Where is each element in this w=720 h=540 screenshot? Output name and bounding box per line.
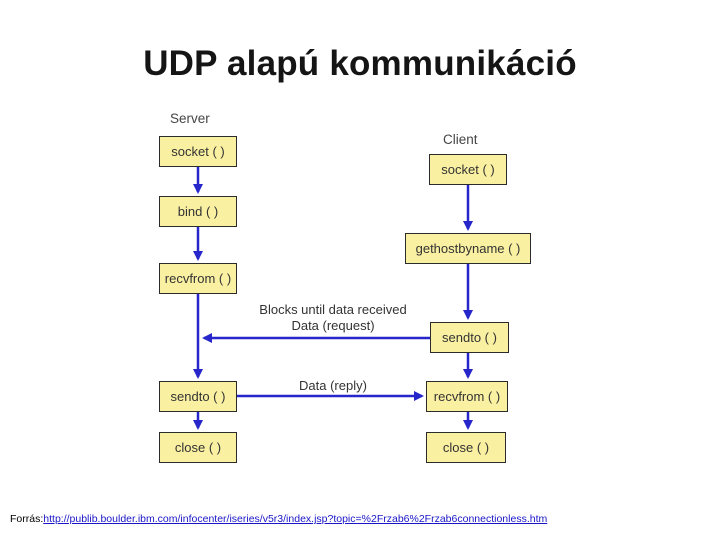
source-line: Forrás:http://publib.boulder.ibm.com/inf…	[10, 513, 547, 525]
client-box-socket: socket ( )	[429, 154, 507, 185]
client-box-sendto: sendto ( )	[430, 322, 509, 353]
server-box-bind: bind ( )	[159, 196, 237, 227]
client-box-gethostbyname: gethostbyname ( )	[405, 233, 531, 264]
page-title: UDP alapú kommunikáció	[143, 44, 577, 83]
source-label: Forrás:	[10, 513, 44, 525]
server-box-socket: socket ( )	[159, 136, 237, 167]
label-data-reply: Data (reply)	[299, 378, 367, 393]
client-box-close: close ( )	[426, 432, 506, 463]
label-blocks-until-data-received: Blocks until data received	[259, 302, 407, 317]
client-box-recvfrom: recvfrom ( )	[426, 381, 508, 412]
server-box-close: close ( )	[159, 432, 237, 463]
source-link[interactable]: http://publib.boulder.ibm.com/infocenter…	[43, 513, 548, 525]
server-box-sendto: sendto ( )	[159, 381, 237, 412]
server-column-title: Server	[170, 111, 210, 126]
server-box-recvfrom: recvfrom ( )	[159, 263, 237, 294]
label-data-request: Data (request)	[291, 318, 375, 333]
client-column-title: Client	[443, 132, 478, 147]
